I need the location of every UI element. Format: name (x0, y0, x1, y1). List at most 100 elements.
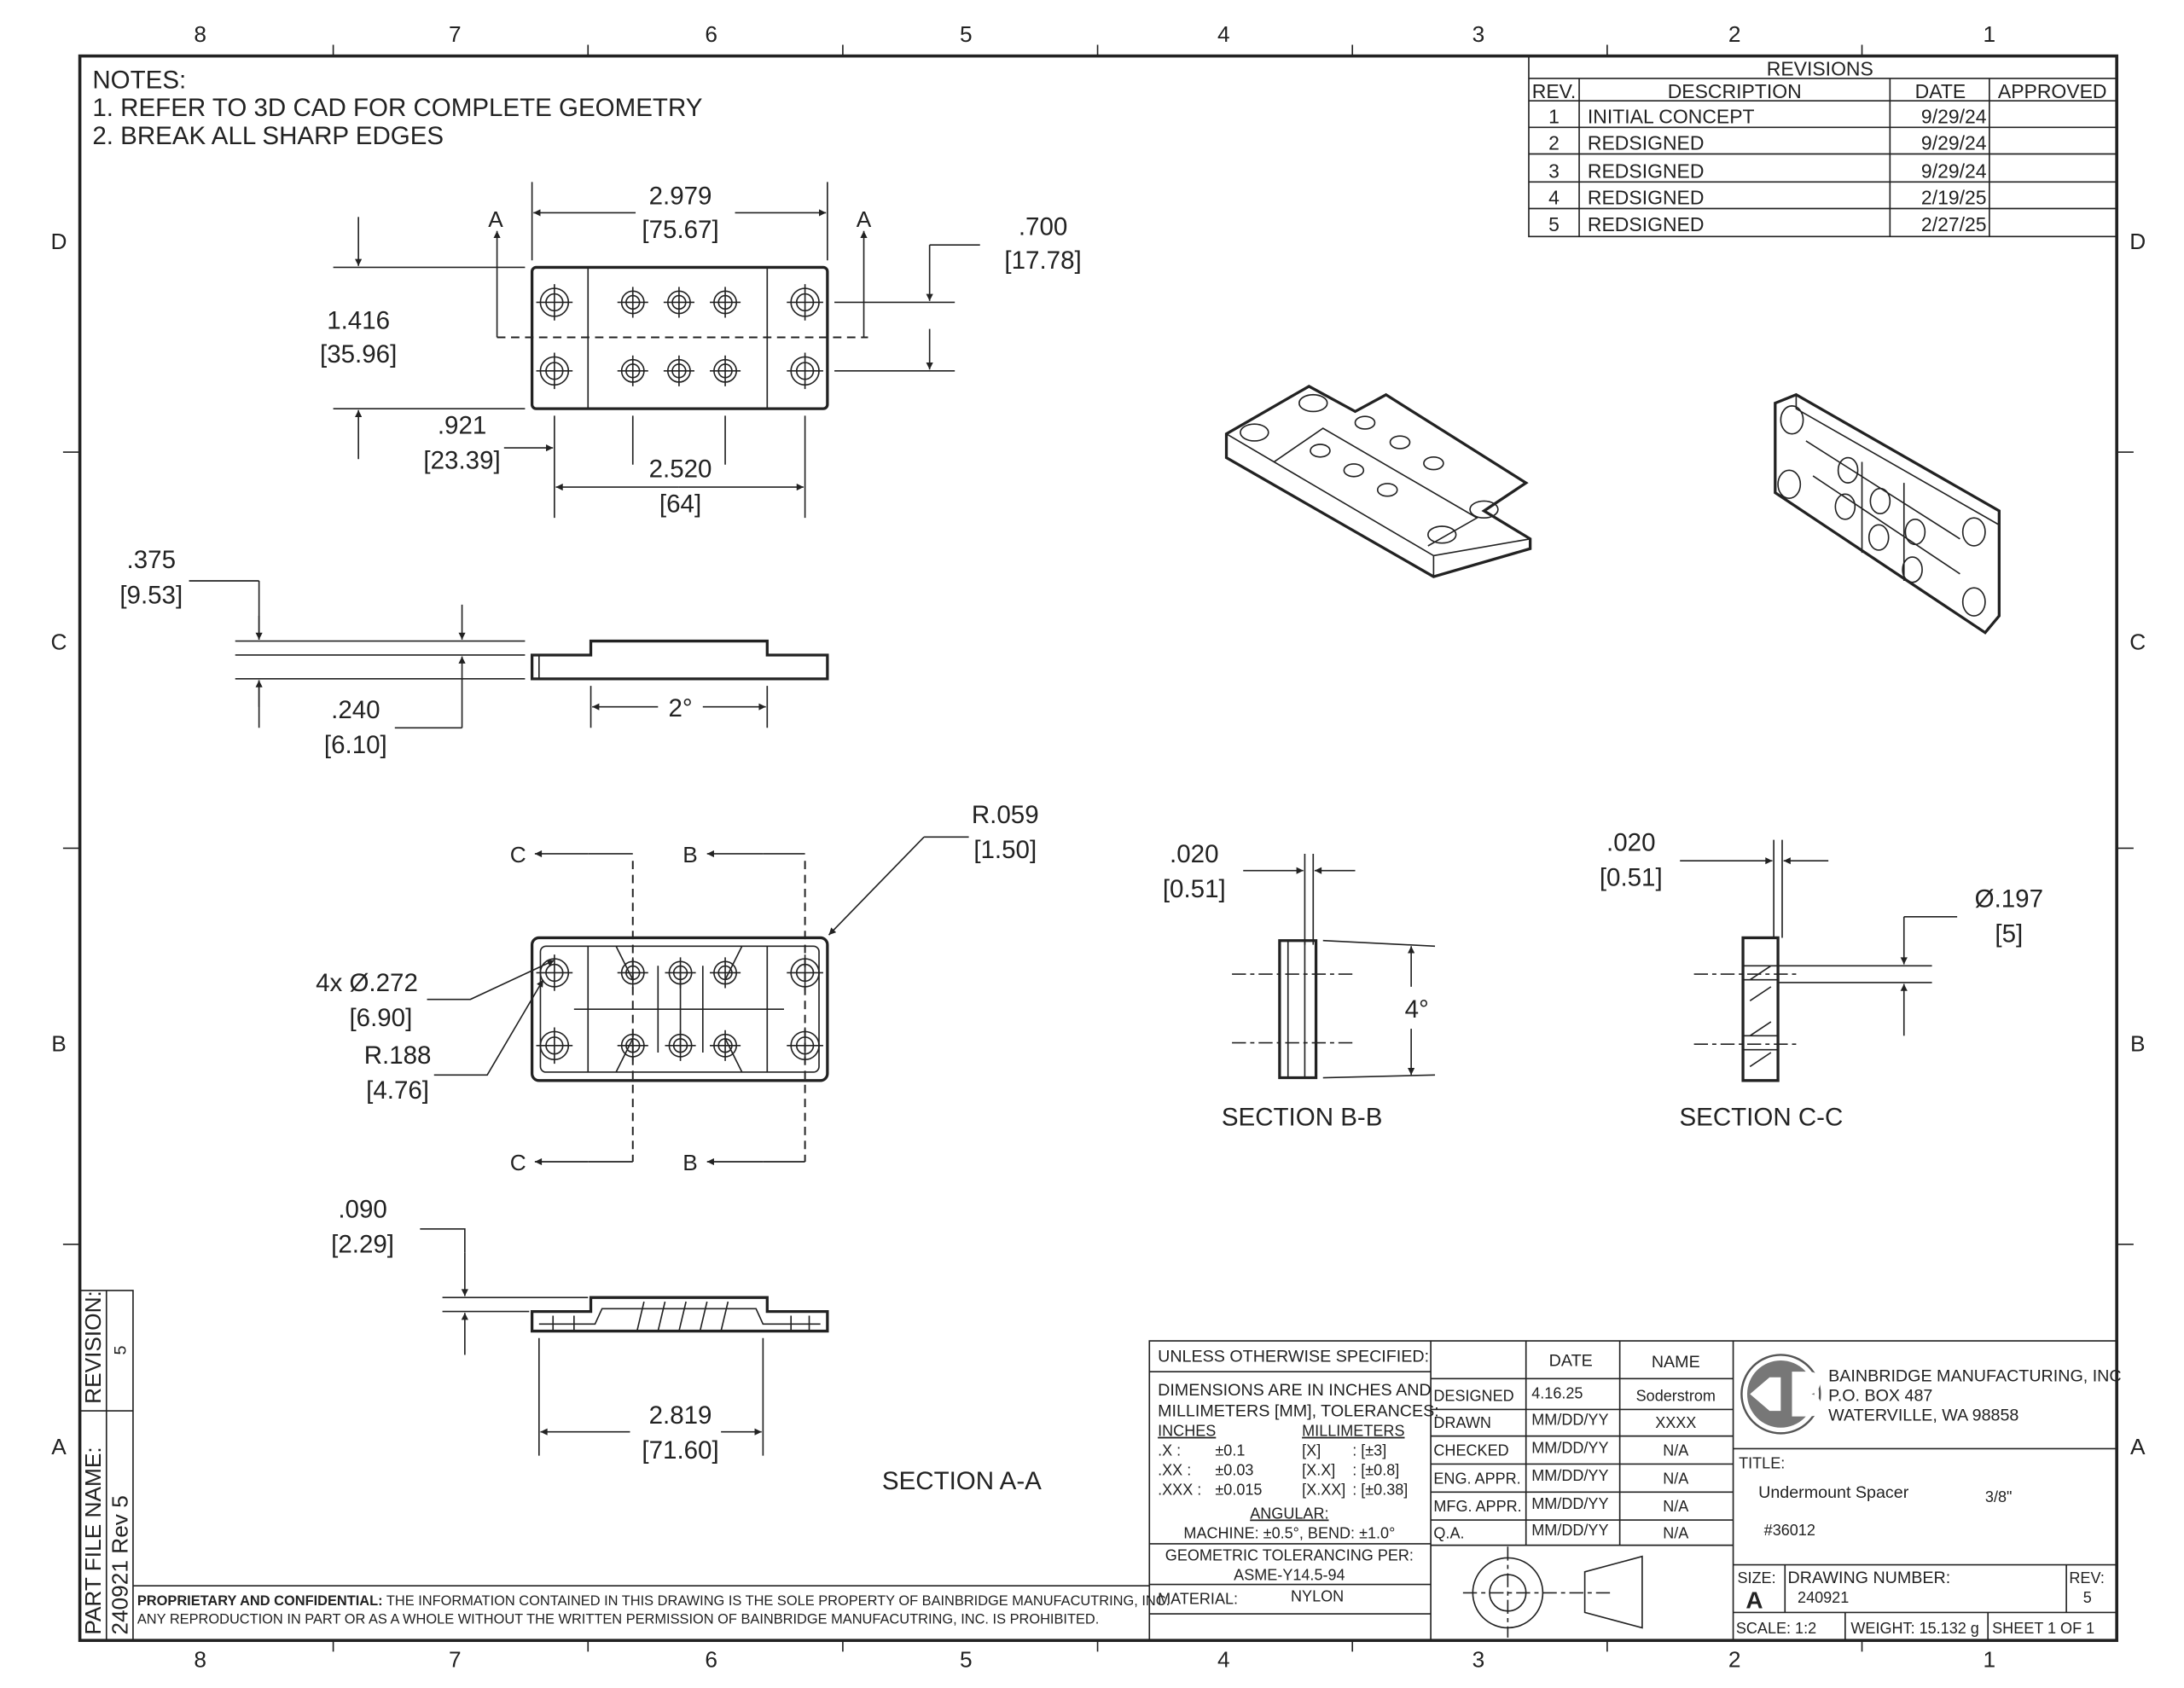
dims-note: DIMENSIONS ARE IN INCHES AND (1158, 1381, 1432, 1400)
section-a-a-label: SECTION A-A (882, 1467, 1042, 1495)
signoff-name: Soderstrom (1636, 1388, 1716, 1405)
dim-hole-diameter: 4x Ø.272 (316, 969, 418, 997)
rev-value: 5 (2083, 1589, 2092, 1606)
part-number: #36012 (1764, 1522, 1815, 1539)
tol-inch-format: .X : (1158, 1442, 1181, 1459)
hole (710, 287, 741, 318)
dim-wall-thickness: .090 (338, 1196, 386, 1224)
dim-hole-spacing-y-mm: [17.78] (1004, 247, 1081, 275)
revision-description: REDSIGNED (1588, 213, 1705, 235)
revision-number: 5 (1548, 213, 1560, 235)
zone-col-label: 7 (449, 1646, 462, 1672)
dim-cc-wall: .020 (1606, 829, 1655, 857)
zone-col-label: 4 (1217, 1646, 1230, 1672)
revision-label: REVISION: (80, 1291, 106, 1404)
sheet: SHEET 1 OF 1 (1992, 1620, 2094, 1637)
zone-col-label: 6 (705, 21, 717, 47)
dim-hole-offset-x: .921 (438, 412, 486, 440)
revision-date: 2/19/25 (1921, 187, 1987, 209)
drawing-number-label: DRAWING NUMBER: (1788, 1569, 1951, 1587)
gtol-standard: ASME-Y14.5-94 (1234, 1567, 1345, 1584)
revision-value: 5 (112, 1345, 131, 1354)
weight: WEIGHT: 15.132 g (1850, 1620, 1978, 1637)
angular-heading: ANGULAR: (1250, 1505, 1328, 1522)
tol-inch-format: .XX : (1158, 1462, 1191, 1479)
note-item: 1. REFER TO 3D CAD FOR COMPLETE GEOMETRY (92, 94, 702, 122)
company-name: BAINBRIDGE MANUFACTURING, INC (1828, 1367, 2121, 1386)
signoff-role: Q.A. (1433, 1524, 1464, 1541)
tolerance-row: .XX :±0.03[X.X]: [±0.8] (1158, 1462, 1399, 1479)
zone-col-label: 4 (1217, 21, 1230, 47)
proprietary-heading: PROPRIETARY AND CONFIDENTIAL: (137, 1593, 383, 1609)
dim-bb-angle: 4° (1405, 995, 1429, 1024)
hole (536, 284, 573, 321)
signoff-date: MM/DD/YY (1531, 1411, 1608, 1428)
zone-row-label: B (2130, 1030, 2146, 1056)
zone-col-label: 5 (960, 21, 973, 47)
dim-overall-length: 2.979 (649, 183, 712, 211)
angular-values: MACHINE: ±0.5°, BEND: ±1.0° (1183, 1524, 1395, 1541)
hole (617, 287, 648, 318)
hole (663, 355, 694, 386)
dim-overall-length-mm: [75.67] (642, 216, 718, 244)
dim-width-mm: [35.96] (320, 340, 397, 368)
revision-description: REDSIGNED (1588, 160, 1705, 182)
cut-label-c: C (510, 1150, 526, 1175)
dim-bb-wall: .020 (1170, 840, 1218, 868)
dim-wall-thickness-mm: [2.29] (331, 1231, 394, 1259)
revision-description: REDSIGNED (1588, 132, 1705, 154)
tol-mm-value: : [±0.38] (1352, 1482, 1408, 1499)
zone-row-label: A (2130, 1434, 2146, 1459)
bottom-view: C C B B R.059 [1.50] 4x Ø.272 [6.90] R.1… (316, 801, 1039, 1175)
dim-inner-length-mm: [71.60] (642, 1436, 718, 1465)
signoff-name: N/A (1663, 1498, 1688, 1515)
drawing-number: 240921 (1798, 1589, 1849, 1606)
notes: NOTES: 1. REFER TO 3D CAD FOR COMPLETE G… (92, 66, 702, 150)
section-b-b: .020 [0.51] 4° SECTION B-B (1163, 840, 1436, 1131)
dims-note: MILLIMETERS [MM], TOLERANCES: (1158, 1402, 1439, 1421)
note-item: 2. BREAK ALL SHARP EDGES (92, 122, 444, 150)
revisions-table: REVISIONS REV. DESCRIPTION DATE APPROVED… (1528, 55, 2118, 238)
side-view: .375 [9.53] .240 [6.10] 2° (119, 546, 829, 759)
hole (710, 957, 741, 989)
zone-col-label: 1 (1984, 1646, 1996, 1672)
size-value: A (1745, 1586, 1763, 1613)
hole (665, 957, 696, 989)
hole (787, 352, 823, 390)
company-logo (1740, 1354, 1821, 1435)
revision-number: 1 (1548, 105, 1560, 127)
tol-mm-format: [X] (1302, 1442, 1321, 1459)
zone-row-label: C (50, 629, 67, 654)
hole (665, 1030, 696, 1061)
hole (710, 1030, 741, 1061)
signoff-name: XXXX (1655, 1414, 1696, 1431)
revision-date: 9/29/24 (1921, 132, 1987, 154)
hole (617, 355, 648, 386)
signoff-role: DESIGNED (1433, 1388, 1513, 1405)
dim-cc-hole-diameter: Ø.197 (1975, 885, 2043, 913)
signoff-role: ENG. APPR. (1433, 1470, 1520, 1487)
title-label: TITLE: (1739, 1454, 1785, 1471)
signoff-name: N/A (1663, 1470, 1688, 1487)
third-angle-projection-icon (1462, 1546, 1643, 1638)
dim-corner-radius: R.188 (364, 1041, 432, 1070)
dim-fillet-radius-mm: [1.50] (973, 836, 1037, 864)
cut-label-c: C (510, 842, 526, 867)
dim-width: 1.416 (327, 307, 390, 335)
isometric-view-bottom (1774, 392, 2001, 635)
signoff-date: 4.16.25 (1531, 1384, 1583, 1401)
tol-inch-format: .XXX : (1158, 1482, 1201, 1499)
signoff-role: MFG. APPR. (1433, 1498, 1521, 1515)
revisions-header: REV. (1532, 80, 1577, 102)
signoff-date: MM/DD/YY (1531, 1467, 1608, 1484)
drawing-title-size: 3/8" (1985, 1488, 2013, 1505)
tol-inch-value: ±0.03 (1215, 1462, 1253, 1479)
revisions-header: DESCRIPTION (1668, 80, 1802, 102)
